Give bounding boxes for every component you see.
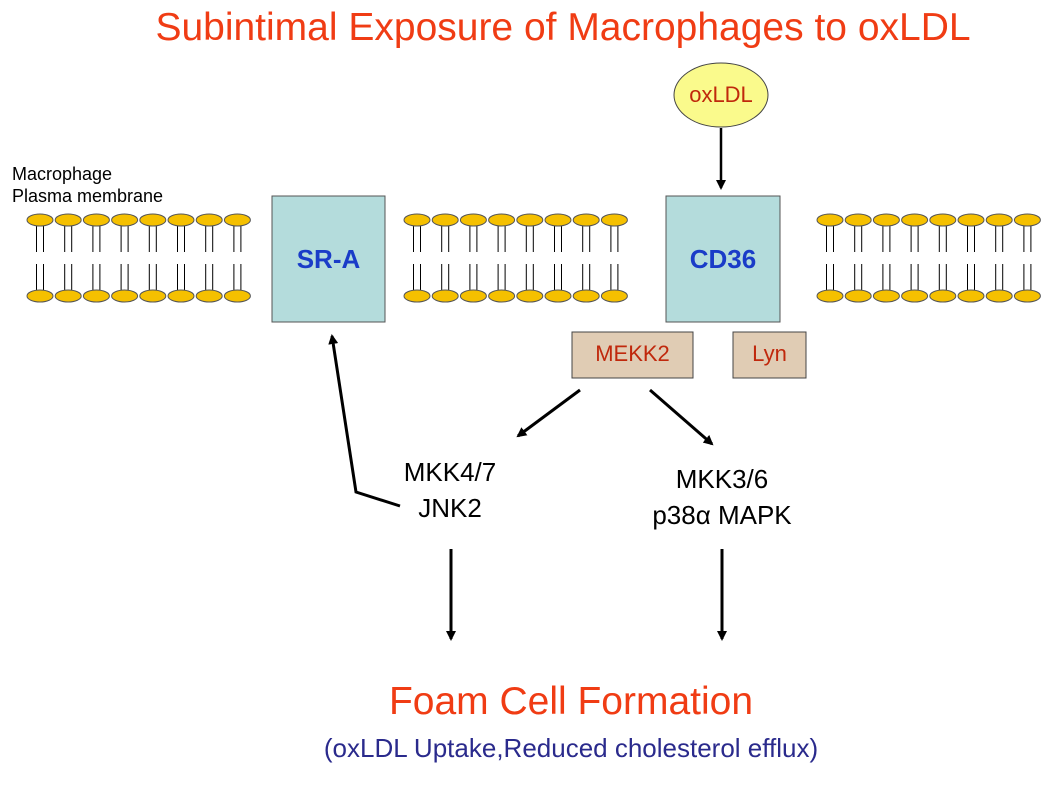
lipid-head — [195, 289, 223, 303]
mekk2-box — [571, 331, 694, 379]
arrow-mekk2-to-mkk47 — [516, 388, 581, 438]
lipid-head — [139, 213, 167, 227]
lyn-box — [732, 331, 807, 379]
plasma-membrane — [26, 213, 1041, 303]
outcome-title: Foam Cell Formation — [388, 680, 754, 723]
lipid-head — [816, 289, 844, 303]
lipid-head — [1013, 213, 1041, 227]
lipid-head — [111, 213, 139, 227]
lipid-head — [544, 213, 572, 227]
cd36-receptor-box — [665, 195, 781, 323]
lipid-head — [600, 289, 628, 303]
lipid-head — [1013, 289, 1041, 303]
cd36-label: CD36 — [689, 244, 757, 274]
lipid-head — [111, 289, 139, 303]
mkk47-text: MKK4/7 — [403, 457, 497, 487]
lipid-head — [985, 289, 1013, 303]
arrow-jnk2-to-sr-a — [328, 334, 401, 508]
lipid-head — [459, 213, 487, 227]
lipid-head — [572, 289, 600, 303]
lipid-head — [488, 289, 516, 303]
lipid-head — [403, 289, 431, 303]
lipid-head — [223, 289, 251, 303]
oxldl-label: oxLDL — [689, 82, 753, 107]
lipid-head — [901, 289, 929, 303]
lipid-head — [82, 213, 110, 227]
lipid-head — [195, 213, 223, 227]
lipid-head — [816, 213, 844, 227]
lipid-head — [139, 289, 167, 303]
lipid-head — [167, 213, 195, 227]
lipid-head — [844, 213, 872, 227]
diagram-title: Subintimal Exposure of Macrophages to ox… — [155, 6, 971, 49]
lipid-head — [872, 289, 900, 303]
sr-a-label: SR-A — [296, 244, 361, 274]
lipid-head — [431, 213, 459, 227]
lipid-head — [516, 289, 544, 303]
sr-a-receptor-box — [271, 195, 386, 323]
membrane-label-line-1: Macrophage — [12, 164, 113, 184]
oxldl-ellipse — [673, 62, 769, 128]
lipid-head — [516, 213, 544, 227]
lipid-head — [872, 213, 900, 227]
left-pathway-label: MKK4/7 JNK2 — [370, 454, 530, 526]
p38-mapk-text: p38α MAPK — [652, 500, 792, 530]
lipid-head — [929, 213, 957, 227]
lipid-head — [223, 213, 251, 227]
lipid-head — [901, 213, 929, 227]
lipid-head — [26, 289, 54, 303]
mkk36-text: MKK3/6 — [675, 464, 769, 494]
right-pathway-label: MKK3/6 p38α MAPK — [622, 461, 822, 533]
lipid-head — [572, 213, 600, 227]
lipid-head — [403, 213, 431, 227]
lipid-head — [26, 213, 54, 227]
lipid-head — [431, 289, 459, 303]
membrane-label: Macrophage Plasma membrane — [12, 163, 163, 207]
lipid-head — [929, 289, 957, 303]
lipid-head — [957, 213, 985, 227]
lyn-label: Lyn — [752, 341, 787, 366]
lipid-head — [459, 289, 487, 303]
lipid-head — [54, 213, 82, 227]
lipid-head — [82, 289, 110, 303]
arrow-mekk2-to-mkk36 — [649, 388, 714, 446]
outcome-detail: (oxLDL Uptake,Reduced cholesterol efflux… — [323, 733, 819, 763]
membrane-label-line-2: Plasma membrane — [12, 186, 164, 206]
jnk2-text: JNK2 — [418, 493, 482, 523]
lipid-head — [957, 289, 985, 303]
lipid-head — [844, 289, 872, 303]
lipid-head — [167, 289, 195, 303]
lipid-head — [544, 289, 572, 303]
lipid-head — [488, 213, 516, 227]
lipid-head — [985, 213, 1013, 227]
lipid-head — [54, 289, 82, 303]
lipid-head — [600, 213, 628, 227]
mekk2-label: MEKK2 — [595, 341, 670, 366]
